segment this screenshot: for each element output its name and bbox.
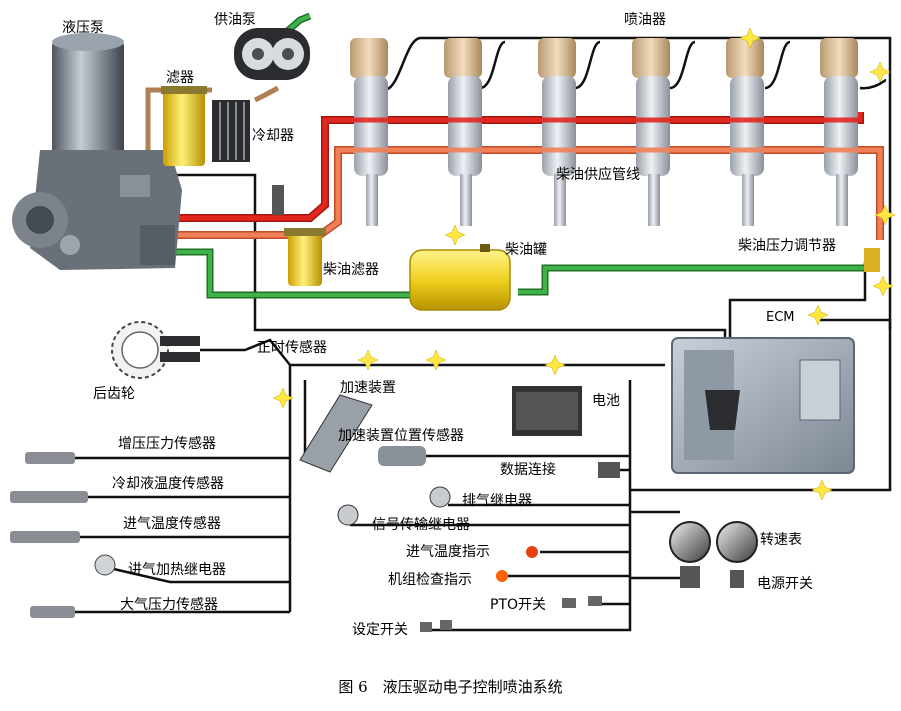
label-power-switch: 电源开关 (757, 576, 813, 592)
injector-bank (350, 38, 858, 226)
figure-caption: 图 6 液压驱动电子控制喷油系统 (338, 678, 563, 696)
label-hydraulic-pump: 液压泵 (62, 20, 104, 36)
accelerator-position-sensor (378, 446, 426, 466)
fuel-tank (409, 244, 511, 311)
relays (337, 486, 451, 526)
ecm-unit (671, 337, 855, 474)
label-accelerator: 加速装置 (340, 380, 396, 396)
label-signal-relay: 信号传输继电器 (372, 517, 470, 533)
wiring-harness (75, 36, 892, 632)
oil-cooler (212, 100, 250, 162)
label-boost-pressure-sensor: 增压压力传感器 (118, 436, 216, 452)
label-pressure-regulator: 柴油压力调节器 (738, 238, 836, 254)
label-fuel-tank: 柴油罐 (505, 242, 547, 258)
oil-filter (161, 86, 207, 166)
label-intake-temp-sensor: 进气温度传感器 (123, 516, 221, 532)
power-switch-device (680, 566, 744, 588)
pto-switch-device (562, 596, 602, 608)
label-intake-heater-relay: 讲气加热继电器 (128, 562, 226, 578)
accelerator-pedal (299, 394, 373, 473)
label-pto-switch: PTO开关 (490, 597, 547, 613)
label-cooler: 冷却器 (252, 128, 294, 144)
label-battery: 电池 (592, 393, 620, 409)
label-supply-pump: 供油泵 (214, 12, 256, 28)
label-atmos-pressure-sensor: 大气压力传感器 (120, 597, 218, 613)
label-accelerator-position-sensor: 加速装置位置传感器 (338, 428, 464, 444)
label-coolant-temp-sensor: 冷却液温度传感器 (112, 476, 224, 492)
data-link-connector (598, 462, 620, 478)
tachometers (669, 521, 758, 563)
label-tachometer: 转速表 (760, 532, 802, 548)
label-set-switch: 设定开关 (352, 622, 408, 638)
hydraulic-pump (12, 33, 182, 270)
pressure-regulator (864, 248, 880, 272)
return-line (150, 146, 884, 240)
label-data-link: 数据连接 (500, 462, 556, 478)
label-rear-gear: 后齿轮 (93, 386, 135, 402)
fuel-line-green (160, 248, 876, 299)
label-timing-sensor: 正时传感器 (257, 340, 327, 356)
rear-gear (111, 321, 169, 379)
label-fuel-filter: 柴油滤器 (323, 262, 379, 278)
battery (512, 386, 582, 436)
pressure-sensor-pump (272, 185, 284, 215)
fuel-filter (284, 228, 326, 286)
sparkle-marks (272, 27, 896, 501)
label-filter: 滤器 (166, 70, 194, 86)
left-sensors (10, 452, 116, 618)
label-intake-temp-indicator: 进气温度指示 (406, 544, 490, 560)
label-fuel-supply-line: 柴油供应管线 (556, 167, 640, 183)
supply-pump (234, 28, 310, 80)
label-ecm: ECM (766, 310, 795, 325)
label-exhaust-relay: 排气继电器 (462, 493, 532, 509)
indicator-lamps (496, 546, 538, 582)
label-injectors: 喷油器 (624, 12, 666, 28)
set-switch-device (420, 620, 452, 632)
timing-sensor (160, 336, 200, 362)
label-check-engine-indicator: 机组检查指示 (388, 572, 472, 588)
